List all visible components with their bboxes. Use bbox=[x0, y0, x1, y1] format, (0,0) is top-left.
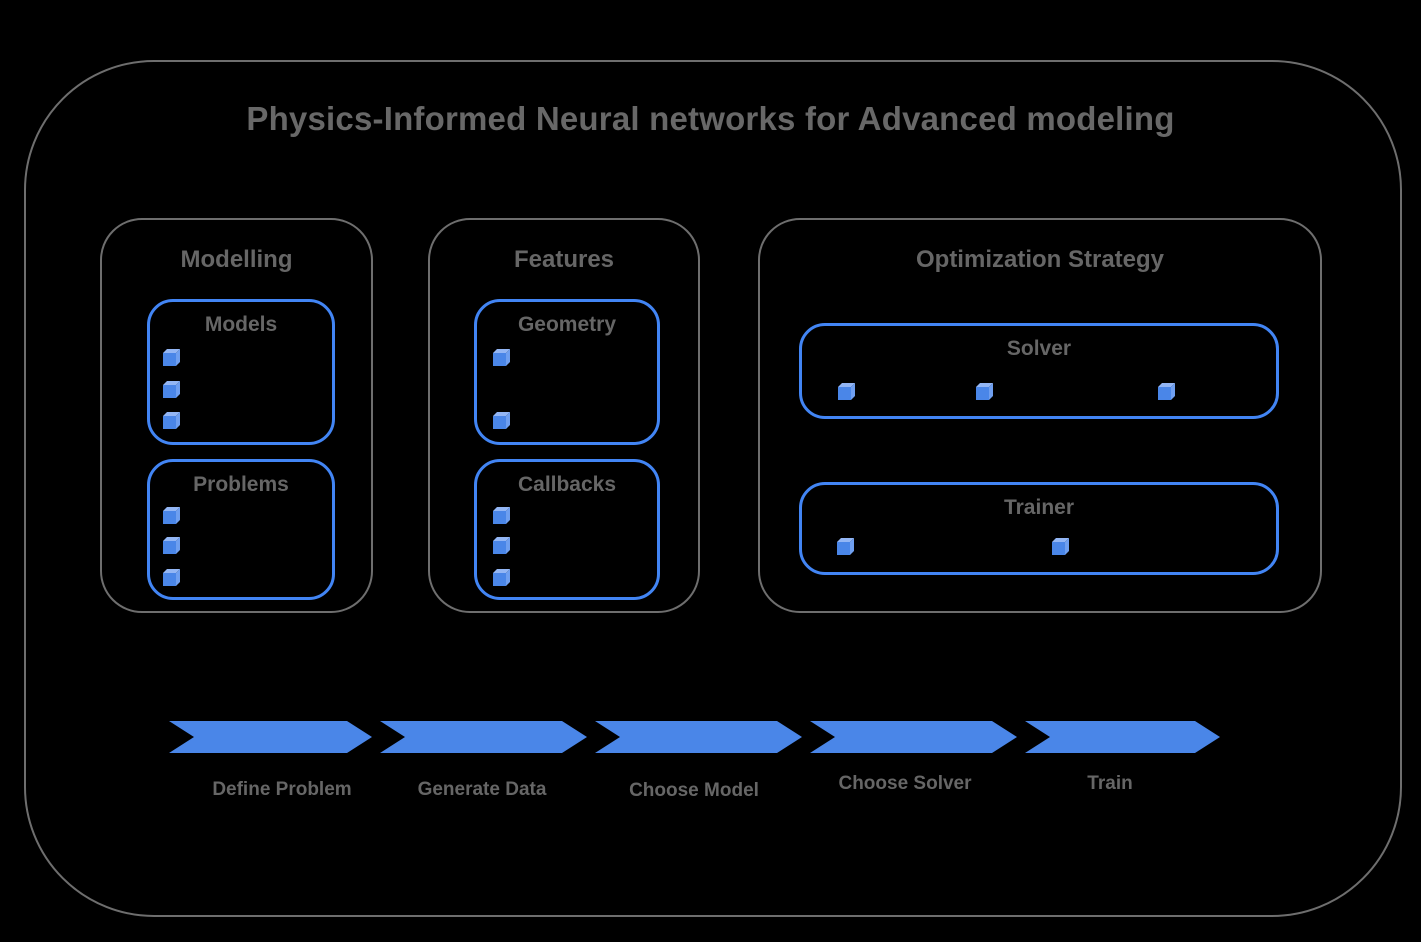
step-label-train: Train bbox=[1087, 773, 1133, 794]
box-problems: Problems bbox=[147, 459, 335, 600]
cube-bullet-icon bbox=[163, 385, 176, 398]
box-trainer: Trainer bbox=[799, 482, 1279, 575]
cube-bullet-icon bbox=[163, 541, 176, 554]
cube-bullet-icon bbox=[163, 573, 176, 586]
cube-bullet-icon bbox=[1158, 387, 1171, 400]
cube-bullet-icon bbox=[163, 353, 176, 366]
box-problems-title: Problems bbox=[193, 473, 289, 496]
step-label-choose-model: Choose Model bbox=[629, 780, 759, 801]
cube-bullet-icon bbox=[976, 387, 989, 400]
step-label-choose-solver: Choose Solver bbox=[838, 773, 972, 794]
box-models-title: Models bbox=[204, 313, 278, 336]
box-models: Models bbox=[147, 299, 335, 445]
box-solver-title: Solver bbox=[1006, 337, 1072, 360]
cube-bullet-icon bbox=[493, 541, 506, 554]
cube-bullet-icon bbox=[838, 387, 851, 400]
step-label-generate-data: Generate Data bbox=[417, 779, 547, 800]
box-trainer-title: Trainer bbox=[1003, 496, 1075, 519]
box-callbacks: Callbacks bbox=[474, 459, 660, 600]
section-features: Features Geometry Callbacks bbox=[428, 218, 700, 613]
cube-bullet-icon bbox=[493, 353, 506, 366]
section-optimization-strategy-title: Optimization Strategy bbox=[915, 246, 1165, 273]
diagram-title: Physics-Informed Neural networks for Adv… bbox=[246, 100, 1175, 137]
cube-bullet-icon bbox=[1052, 542, 1065, 555]
section-optimization-strategy: Optimization Strategy Solver Trainer bbox=[758, 218, 1322, 613]
box-solver: Solver bbox=[799, 323, 1279, 419]
chevron-step-choose-solver bbox=[810, 721, 1017, 753]
cube-bullet-icon bbox=[493, 573, 506, 586]
box-geometry: Geometry bbox=[474, 299, 660, 445]
section-features-title: Features bbox=[513, 246, 615, 273]
cube-bullet-icon bbox=[493, 511, 506, 524]
cube-bullet-icon bbox=[163, 416, 176, 429]
section-modelling-title: Modelling bbox=[180, 246, 293, 273]
cube-bullet-icon bbox=[837, 542, 850, 555]
cube-bullet-icon bbox=[493, 416, 506, 429]
chevron-step-define-problem bbox=[169, 721, 372, 753]
section-modelling: Modelling Models Problems bbox=[100, 218, 373, 613]
box-geometry-title: Geometry bbox=[517, 313, 617, 336]
box-callbacks-title: Callbacks bbox=[517, 473, 617, 496]
outer-frame bbox=[24, 60, 1402, 917]
chevron-step-choose-model bbox=[595, 721, 802, 753]
cube-bullet-icon bbox=[163, 511, 176, 524]
step-label-define-problem: Define Problem bbox=[212, 779, 352, 800]
chevron-step-train bbox=[1025, 721, 1220, 753]
chevron-step-generate-data bbox=[380, 721, 587, 753]
